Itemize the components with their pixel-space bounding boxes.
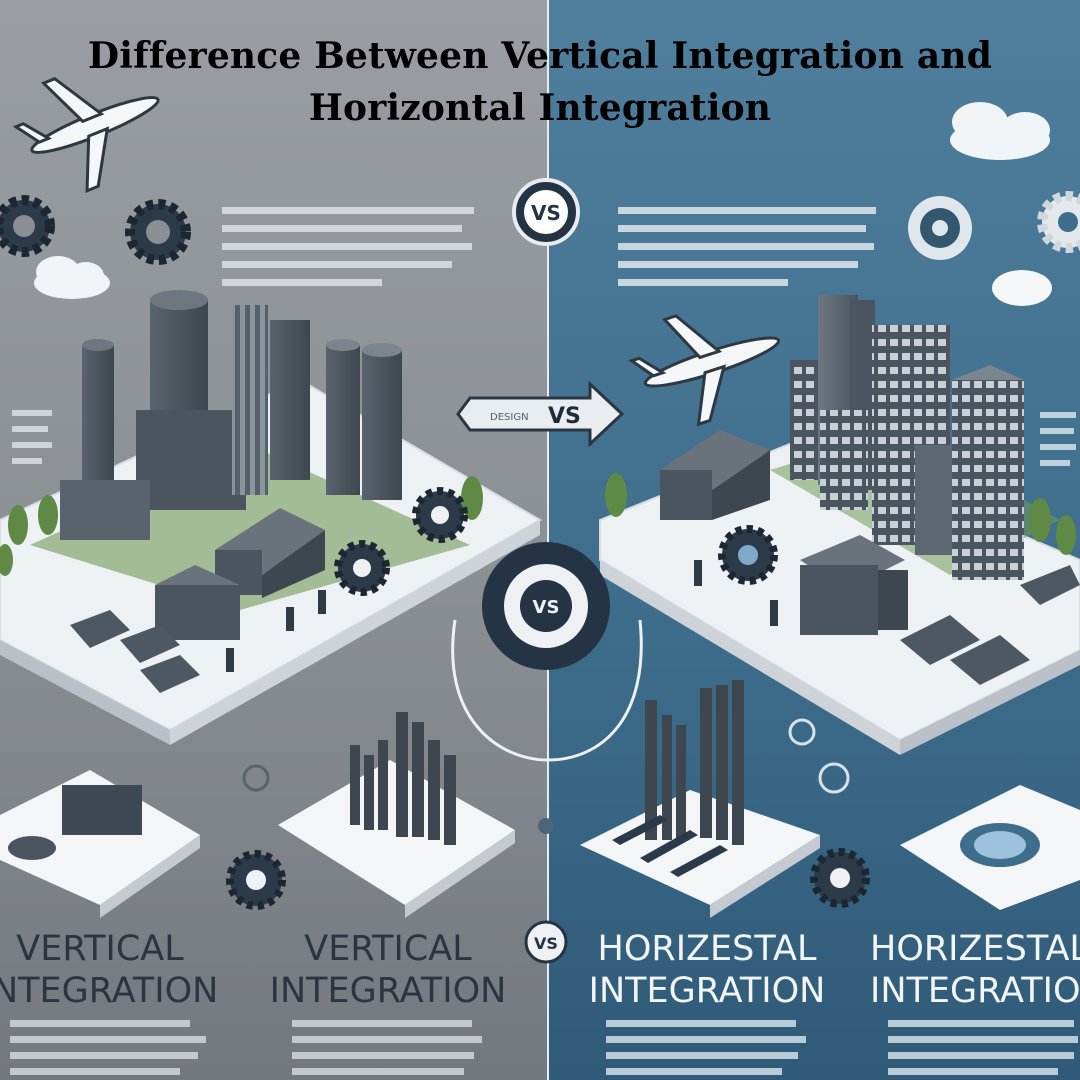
connector-dot xyxy=(538,818,554,834)
label-vertical-1-line2: INTEGRATION xyxy=(0,971,219,1011)
label-vertical-1: VERTICAL INTEGRATION xyxy=(0,928,220,1012)
label-vertical-2-line2: INTEGRATION xyxy=(269,971,507,1011)
warehouse-icon xyxy=(155,565,240,640)
vs-badge-center: VS xyxy=(451,542,643,762)
worker-figures xyxy=(694,560,778,626)
label-horizontal-1: HORIZESTAL INTEGRATION xyxy=(582,928,832,1012)
right-small-list xyxy=(1040,412,1076,466)
small-gear-icon xyxy=(242,718,850,794)
worker-figures xyxy=(226,590,326,672)
right-card-lens xyxy=(900,785,1080,910)
left-card-car xyxy=(0,770,200,918)
gear-icon xyxy=(334,540,390,596)
target-icon xyxy=(908,196,972,260)
right-card-chart xyxy=(580,680,820,918)
label-horizontal-1-line2: INTEGRATION xyxy=(588,971,826,1011)
label-vertical-1-line1: VERTICAL xyxy=(16,929,184,969)
machinery xyxy=(900,565,1080,685)
left-card-chart xyxy=(278,712,515,918)
vs-arrow: DESIGN VS xyxy=(456,380,625,448)
trees xyxy=(605,473,1076,555)
left-text-block xyxy=(222,207,474,286)
right-text-block xyxy=(618,207,876,286)
gear-icon xyxy=(1037,191,1080,253)
airplane-icon xyxy=(628,314,781,427)
title-line-1: Difference Between Vertical Integration … xyxy=(87,35,993,77)
label-horizontal-2-line2: INTEGRATION xyxy=(870,971,1080,1011)
page-title: Difference Between Vertical Integration … xyxy=(0,30,1080,134)
label-horizontal-2: HORIZESTAL INTEGRATION xyxy=(870,928,1080,1012)
skyscrapers-icon xyxy=(790,295,1024,580)
vs-bottom-text: VS xyxy=(534,934,558,953)
solar-panels xyxy=(70,610,200,693)
left-small-list xyxy=(12,410,52,464)
factory-icon xyxy=(60,290,402,540)
vs-badge-bottom: VS xyxy=(524,920,568,964)
bottom-left-text-1 xyxy=(10,1020,206,1075)
label-horizontal-2-line1: HORIZESTAL xyxy=(870,929,1080,969)
label-horizontal-1-line1: HORIZESTAL xyxy=(597,929,817,969)
label-vertical-2-line1: VERTICAL xyxy=(304,929,472,969)
airplane-icon xyxy=(12,77,160,194)
bottom-left-text-2 xyxy=(292,1020,482,1075)
gear-icon xyxy=(125,199,191,265)
gear-icon xyxy=(226,850,286,910)
bottom-right-text-1 xyxy=(606,1020,806,1075)
vs-center-text: VS xyxy=(533,597,560,618)
gear-icon xyxy=(0,195,55,257)
warehouse-icon xyxy=(660,430,770,520)
lamp-icon xyxy=(992,270,1052,306)
bottom-right-text-2 xyxy=(888,1020,1078,1075)
vs-top-text: VS xyxy=(531,201,561,225)
gear-icon xyxy=(810,848,870,908)
title-line-2: Horizontal Integration xyxy=(308,87,772,129)
warehouse-icon xyxy=(800,535,908,635)
label-vertical-2: VERTICAL INTEGRATION xyxy=(268,928,508,1012)
cloud-icon xyxy=(34,256,110,299)
cloud-icon xyxy=(950,102,1050,160)
vs-arrow-text: VS xyxy=(548,404,581,429)
gear-icon xyxy=(412,487,468,543)
vs-badge-top: VS xyxy=(512,178,580,246)
vs-arrow-prefix: DESIGN xyxy=(490,412,529,423)
gear-icon xyxy=(718,525,778,585)
